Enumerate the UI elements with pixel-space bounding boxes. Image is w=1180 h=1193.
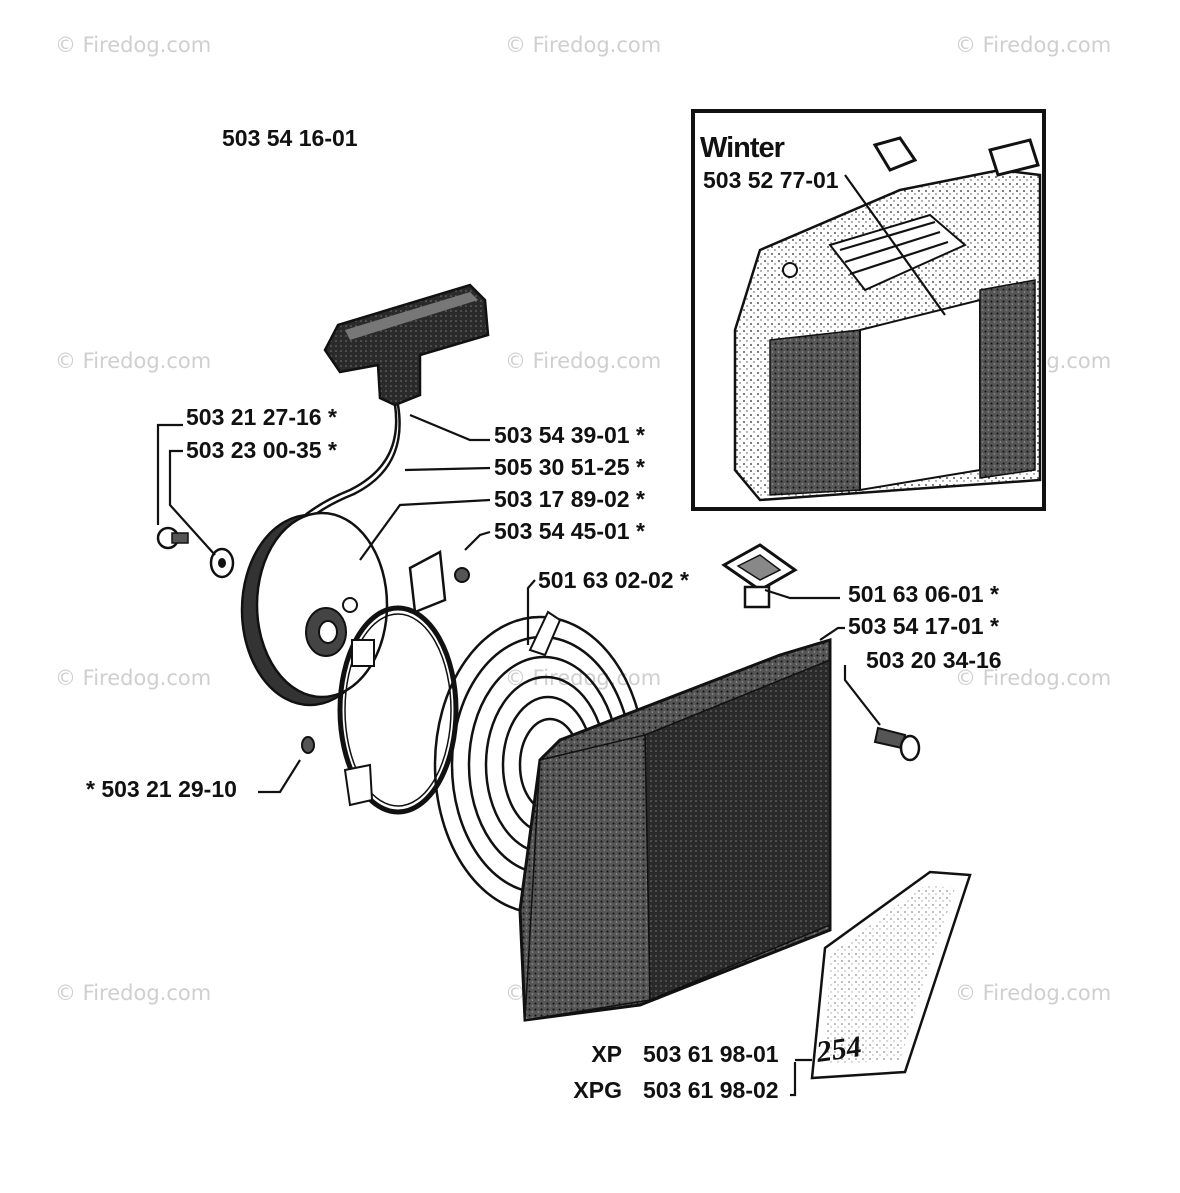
callout-rope-guide: 501 63 06-01 * bbox=[848, 581, 999, 607]
starter-housing bbox=[518, 637, 832, 1022]
decal-variant-part-number: 503 61 98-01 bbox=[643, 1041, 779, 1067]
washer bbox=[209, 547, 235, 579]
starter-pulley bbox=[240, 511, 389, 707]
housing-screw bbox=[873, 726, 921, 762]
callout-spring: 501 63 02-02 * bbox=[538, 567, 689, 593]
decal-variant-model: XPG bbox=[573, 1077, 622, 1103]
callout-housing: 503 54 17-01 * bbox=[848, 613, 999, 639]
watermark-text: © Firedog.com bbox=[955, 666, 1111, 690]
rope-guide bbox=[721, 543, 798, 609]
decal-variant-model: XP bbox=[591, 1041, 622, 1067]
watermark-text: © Firedog.com bbox=[55, 33, 211, 57]
watermark-text: © Firedog.com bbox=[55, 981, 211, 1005]
callout-handle: 503 54 39-01 * bbox=[494, 422, 645, 448]
decal: 254 bbox=[810, 870, 972, 1080]
watermark-text: © Firedog.com bbox=[955, 33, 1111, 57]
winter-cover-drawing bbox=[733, 136, 1042, 502]
watermark-text: © Firedog.com bbox=[955, 981, 1111, 1005]
inset-title: Winter bbox=[700, 132, 785, 164]
inset-part-number: 503 52 77-01 bbox=[703, 167, 839, 193]
callout-center-screw: 503 21 27-16 * bbox=[186, 404, 337, 430]
callout-washer: 503 23 00-35 * bbox=[186, 437, 337, 463]
callouts: 503 54 39-01 * 505 30 51-25 * 503 17 89-… bbox=[86, 404, 1002, 802]
assembly-part-number: 503 54 16-01 bbox=[222, 125, 358, 151]
leader-lines bbox=[156, 413, 881, 1097]
decal-variant-part-number: 503 61 98-02 bbox=[643, 1077, 779, 1103]
callout-cord: 505 30 51-25 * bbox=[494, 454, 645, 480]
decal-model-text: 254 bbox=[813, 1030, 863, 1069]
watermarks: © Firedog.com © Firedog.com © Firedog.co… bbox=[55, 33, 1111, 1005]
spring-cassette bbox=[301, 605, 459, 815]
watermark-text: © Firedog.com bbox=[505, 666, 661, 690]
center-screw bbox=[156, 526, 189, 550]
pawl bbox=[408, 550, 470, 614]
callout-pulley: 503 17 89-02 * bbox=[494, 486, 645, 512]
watermark-text: © Firedog.com bbox=[55, 349, 211, 373]
decal-variants: XP 503 61 98-01 XPG 503 61 98-02 bbox=[573, 1041, 778, 1103]
watermark-text: © Firedog.com bbox=[505, 349, 661, 373]
callout-spring-screw: * 503 21 29-10 bbox=[86, 776, 237, 802]
watermark-text: © Firedog.com bbox=[505, 33, 661, 57]
callout-housing-screw: 503 20 34-16 bbox=[866, 647, 1002, 673]
watermark-text: © Firedog.com bbox=[55, 666, 211, 690]
starter-handle bbox=[323, 283, 490, 407]
winter-inset: Winter 503 52 77-01 bbox=[691, 109, 1046, 511]
callout-pawl: 503 54 45-01 * bbox=[494, 518, 645, 544]
